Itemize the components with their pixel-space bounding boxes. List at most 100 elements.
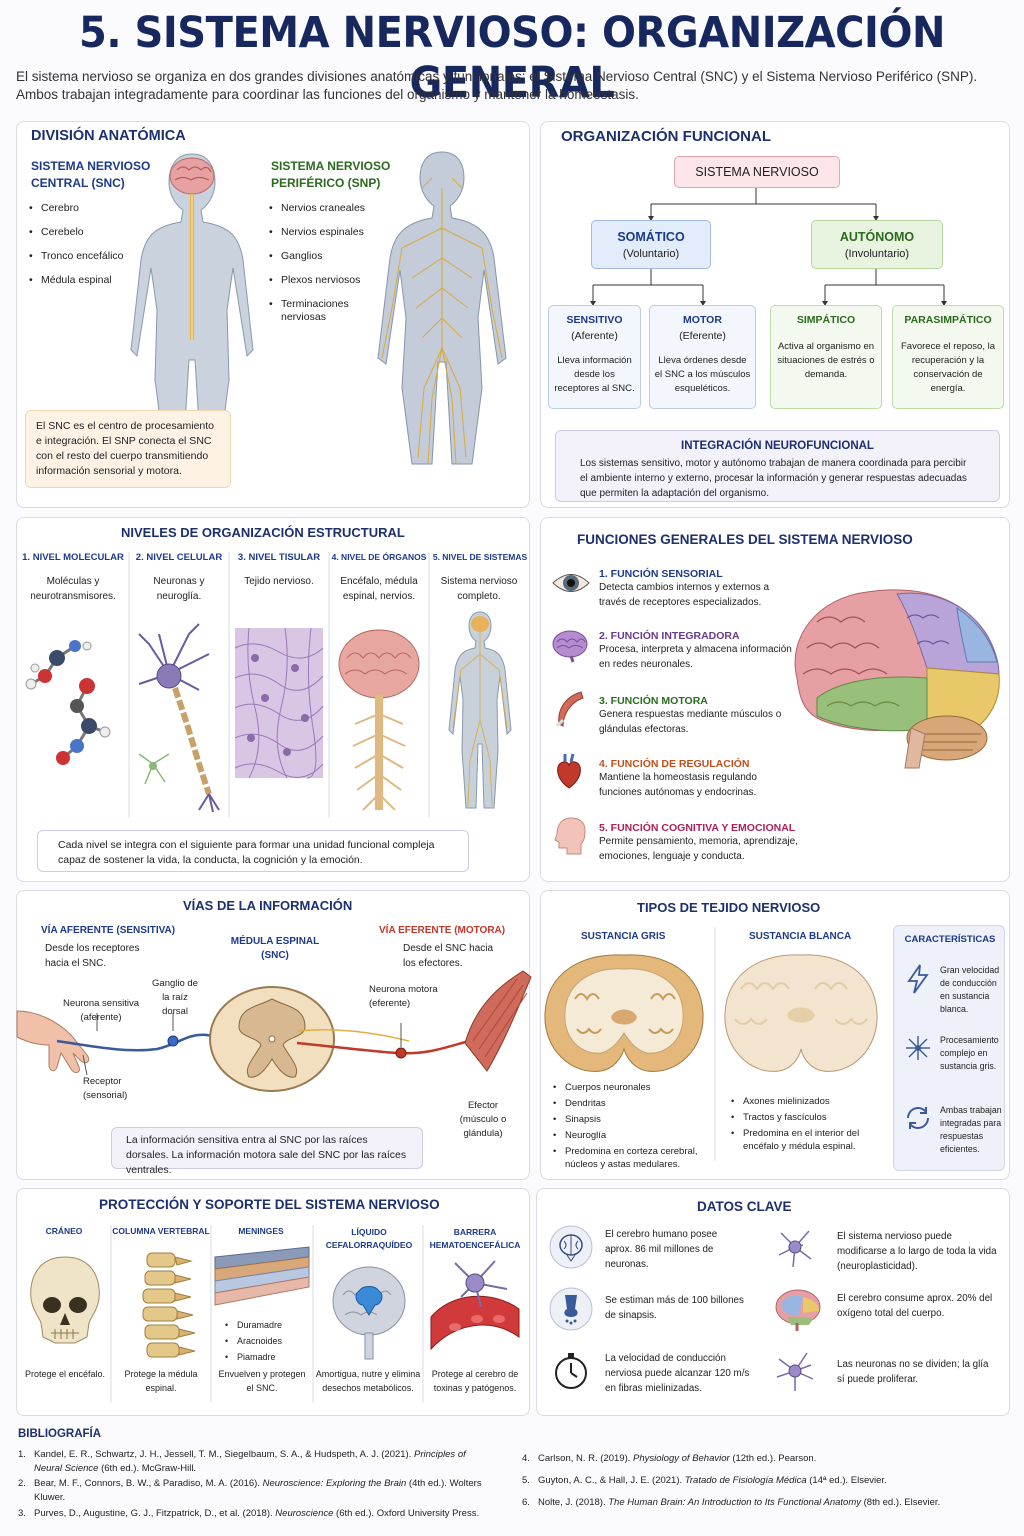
- funcion-5-title: 5. FUNCIÓN COGNITIVA Y EMOCIONAL: [599, 822, 796, 834]
- funcion-2: 2. FUNCIÓN INTEGRADORA Procesa, interpre…: [599, 630, 799, 672]
- proteccion-dividers: [110, 1225, 424, 1403]
- eferente-title: VÍA EFERENTE (MOTORA): [379, 925, 506, 936]
- stopwatch-icon: [555, 1353, 587, 1389]
- level-1-title: 1. NIVEL MOLECULAR: [22, 552, 124, 563]
- bib-ref-3: 3. Purves, D., Augustine, G. J., Fitzpat…: [18, 1508, 480, 1519]
- panel-funciones: FUNCIONES GENERALES DEL SISTEMA NERVIOSO…: [540, 517, 1010, 882]
- snp-list: Nervios craneales Nervios espinales Gang…: [269, 202, 369, 333]
- gray-matter-illustration: [544, 954, 704, 1072]
- columna-desc: Protege la médula espinal.: [124, 1369, 198, 1393]
- network-icon: [906, 1036, 930, 1060]
- node-somatico: SOMÁTICO (Voluntario): [591, 220, 711, 269]
- list-item: Predomina en corteza cerebral, núcleos y…: [553, 1145, 713, 1171]
- snp-title: SISTEMA NERVIOSO PERIFÉRICO (SNP): [271, 159, 391, 190]
- car-item-2: Procesamiento complejo en sustancia gris…: [940, 1035, 999, 1071]
- funcion-1-desc: Detecta cambios internos y externos a tr…: [599, 582, 770, 608]
- synapse-icon: [549, 1287, 593, 1331]
- list-item: Tronco encefálico: [29, 250, 139, 263]
- full-nervous-system-illustration: [448, 611, 512, 809]
- car-title: CARACTERÍSTICAS: [904, 934, 996, 945]
- panel-organizacion-funcional: ORGANIZACIÓN FUNCIONAL SISTEMA NERVIOSO …: [540, 121, 1010, 508]
- bibliografia-title: BIBLIOGRAFÍA: [18, 1428, 102, 1440]
- list-item: Tractos y fascículos: [731, 1111, 881, 1124]
- neurona-motora-label: Neurona motora (eferente): [369, 984, 438, 1009]
- car-item-1: Gran velocidad de conducción en sustanci…: [940, 965, 1000, 1014]
- white-matter-illustration: [724, 954, 878, 1072]
- funcion-3-title: 3. FUNCIÓN MOTORA: [599, 695, 708, 707]
- funcion-4-title: 4. FUNCIÓN DE REGULACIÓN: [599, 758, 750, 770]
- dato-2: Se estiman más de 100 billones de sinaps…: [605, 1295, 744, 1321]
- panel-division-anatomica: DIVISIÓN ANATÓMICA SISTEMA NERVIOSO CENT…: [16, 121, 530, 508]
- integracion-box: INTEGRACIÓN NEUROFUNCIONAL Los sistemas …: [555, 430, 1000, 502]
- cranio-title: CRÁNEO: [45, 1226, 83, 1236]
- level-1-desc: Moléculas y neurotransmisores.: [30, 576, 116, 602]
- level-2-desc: Neuronas y neuroglía.: [153, 576, 205, 602]
- list-item: Piamadre: [225, 1351, 309, 1364]
- panel-niveles: NIVELES DE ORGANIZACIÓN ESTRUCTURAL 1. N…: [16, 517, 530, 882]
- lightning-icon: [907, 964, 929, 994]
- meninges-desc: Envuelven y protegen el SNC.: [218, 1369, 306, 1393]
- node-motor: MOTOR (Eferente) Lleva órdenes desde el …: [649, 305, 756, 409]
- integracion-text: Los sistemas sensitivo, motor y autónomo…: [580, 458, 967, 499]
- list-item: Ganglios: [269, 250, 369, 263]
- brain-icon: [552, 630, 588, 663]
- panel-title: ORGANIZACIÓN FUNCIONAL: [561, 128, 771, 145]
- panel-datos-clave: DATOS CLAVE El cerebro humano posee apro…: [536, 1188, 1010, 1416]
- list-item: Cerebelo: [29, 226, 139, 239]
- integracion-title: INTEGRACIÓN NEUROFUNCIONAL: [681, 440, 874, 452]
- panel-title: PROTECCIÓN Y SOPORTE DEL SISTEMA NERVIOS…: [99, 1197, 440, 1212]
- ganglio-label: Ganglio de la raíz dorsal: [152, 978, 198, 1017]
- level-dividers: [128, 552, 430, 818]
- panel-title: VÍAS DE LA INFORMACIÓN: [183, 898, 353, 913]
- efector-label: Efector (músculo o glándula): [459, 1100, 507, 1139]
- node-autonomo: AUTÓNOMO (Involuntario): [811, 220, 943, 269]
- brain-lobes-illustration: [794, 589, 1000, 769]
- level-4-title: 4. NIVEL DE ÓRGANOS: [331, 552, 427, 562]
- page-title: 5. SISTEMA NERVIOSO: ORGANIZACIÓN GENERA…: [78, 8, 946, 108]
- cns-body-illustration: [130, 153, 254, 457]
- funcion-4: 4. FUNCIÓN DE REGULACIÓN Mantiene la hom…: [599, 758, 799, 800]
- cycle-icon: [907, 1107, 929, 1129]
- snc-list: Cerebro Cerebelo Tronco encefálico Médul…: [29, 202, 139, 296]
- dato-5: El cerebro consume aprox. 20% del oxígen…: [837, 1293, 993, 1319]
- oxygen-brain-icon: [775, 1289, 821, 1331]
- level-5-title: 5. NIVEL DE SISTEMAS: [432, 552, 528, 562]
- funcion-1-title: 1. FUNCIÓN SENSORIAL: [599, 568, 723, 580]
- node-parasimpatico: PARASIMPÁTICO Favorece el reposo, la rec…: [892, 305, 1004, 409]
- list-item: Predomina en el interior del encéfalo y …: [731, 1127, 881, 1153]
- tejido-divider: [714, 927, 716, 1161]
- car-item-3: Ambas trabajan integradas para respuesta…: [940, 1105, 1002, 1154]
- funcion-3-desc: Genera respuestas mediante músculos o gl…: [599, 709, 782, 735]
- list-item: Dendritas: [553, 1097, 713, 1110]
- dato-3: La velocidad de conducción nerviosa pued…: [605, 1353, 750, 1394]
- panel-title: TIPOS DE TEJIDO NERVIOSO: [637, 900, 821, 915]
- eye-icon: [552, 574, 590, 592]
- panel-vias: VÍAS DE LA INFORMACIÓN VÍA AFERENTE (SEN…: [16, 890, 532, 1180]
- list-item: Axones mielinizados: [731, 1095, 881, 1108]
- meninges-illustration: [214, 1246, 310, 1306]
- niveles-note: Cada nivel se integra con el siguiente p…: [37, 830, 469, 872]
- head-icon: [554, 817, 586, 855]
- muscle-icon: [555, 691, 584, 728]
- level-4-desc: Encéfalo, médula espinal, nervios.: [340, 576, 418, 602]
- dato-6: Las neuronas no se dividen; la glía sí p…: [837, 1359, 989, 1385]
- medula-title: MÉDULA ESPINAL (SNC): [230, 936, 320, 961]
- eferente-desc: Desde el SNC hacia los efectores.: [403, 943, 494, 969]
- panel-title: DIVISIÓN ANATÓMICA: [31, 128, 186, 144]
- dato-1: El cerebro humano posee aprox. 86 mil mi…: [605, 1229, 718, 1270]
- meninges-title: MENINGES: [238, 1226, 284, 1236]
- list-item: Duramadre: [225, 1319, 309, 1332]
- panel-title: NIVELES DE ORGANIZACIÓN ESTRUCTURAL: [121, 525, 405, 540]
- brain-spinal-illustration: [338, 629, 420, 811]
- tissue-illustration: [234, 627, 324, 779]
- list-item: Aracnoides: [225, 1335, 309, 1348]
- barrera-title: BARRERA HEMATOENCEFÁLICA: [429, 1227, 521, 1250]
- neuron-glia-icon: [776, 1352, 814, 1391]
- blanca-title: SUSTANCIA BLANCA: [749, 931, 852, 942]
- dato-4: El sistema nervioso puede modificarse a …: [837, 1231, 997, 1272]
- gris-title: SUSTANCIA GRIS: [581, 931, 666, 942]
- skull-illustration: [30, 1256, 100, 1344]
- gris-list: Cuerpos neuronales Dendritas Sinapsis Ne…: [553, 1081, 713, 1171]
- anatomica-note: El SNC es el centro de procesamiento e i…: [25, 410, 231, 488]
- bib-ref-4: 4. Carlson, N. R. (2019). Physiology of …: [522, 1453, 817, 1464]
